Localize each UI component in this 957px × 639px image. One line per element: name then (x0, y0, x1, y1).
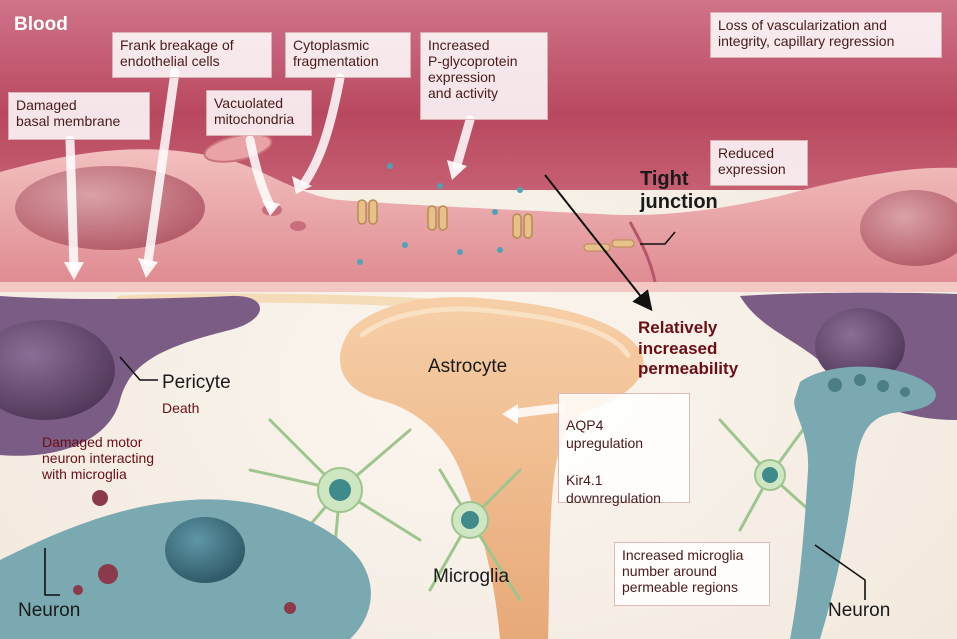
endothelial-nucleus-right (860, 190, 957, 266)
tight-junction-protein (611, 239, 635, 248)
pgp-transporter (357, 199, 367, 225)
pgp-transporter (512, 213, 522, 239)
pericyte-nucleus (815, 308, 905, 384)
neuron-left-label: Neuron (18, 600, 81, 621)
microglia-nucleus (329, 479, 351, 501)
frank-breakage-label: Frank breakage of endothelial cells (112, 32, 272, 78)
permeability-arrow (544, 174, 653, 312)
tight-junction-protein (583, 243, 611, 252)
pgp-transporter (438, 205, 448, 231)
pgp-transporter (368, 199, 378, 225)
junction-gap (628, 221, 657, 283)
pgp-label: Increased P-glycoprotein expression and … (420, 32, 548, 120)
increased-microglia-label: Increased microglia number around permea… (614, 542, 770, 606)
astrocyte-body (340, 297, 644, 639)
microglia-nucleus (762, 467, 778, 483)
endothelial-nucleus-left (15, 166, 205, 250)
microglia-nucleus (461, 511, 479, 529)
blood-label: Blood (14, 14, 68, 35)
neuron-right (790, 366, 936, 639)
loss-vascularization-label: Loss of vascularization and integrity, c… (710, 12, 942, 58)
kir41-label: Kir4.1 downregulation (566, 471, 661, 506)
permeability-label: Relatively increased permeability (638, 318, 739, 379)
damaged-basal-membrane-label: Damaged basal membrane (8, 92, 150, 140)
reduced-expression-label: Reduced expression (710, 140, 808, 186)
aqp4-label: AQP4 upregulation (566, 417, 644, 452)
pericyte-nucleus (0, 320, 115, 420)
vacuole (290, 221, 306, 231)
pericyte-label: Pericyte (162, 372, 231, 393)
neuron-nucleus (165, 517, 245, 583)
microglia-label: Microglia (433, 566, 510, 587)
neuron-right-label: Neuron (828, 600, 891, 621)
pericyte-death-label: Death (162, 400, 200, 416)
tight-junction-label: Tight junction (640, 168, 718, 213)
cytoplasmic-fragmentation-label: Cytoplasmic fragmentation (285, 32, 411, 78)
pgp-transporter (427, 205, 437, 231)
damaged-motor-neuron-label: Damaged motor neuron interacting with mi… (42, 434, 155, 483)
astrocyte-label: Astrocyte (428, 356, 508, 377)
pgp-transporter (523, 213, 533, 239)
basal-membrane (0, 282, 957, 292)
endothelium (0, 149, 957, 282)
vacuolated-mitochondria-label: Vacuolated mitochondria (206, 90, 312, 136)
